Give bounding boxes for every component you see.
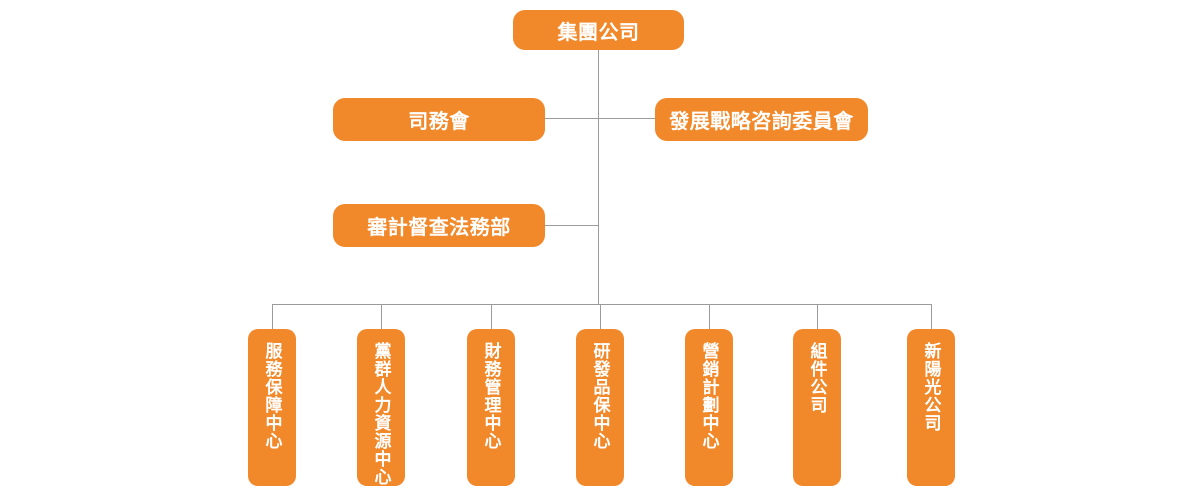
org-node-dept-marketing-planning: 營銷計劃中心	[685, 329, 733, 486]
connector-main-vertical	[598, 50, 599, 304]
org-node-dept-component-company: 組件公司	[793, 329, 841, 486]
org-node-dept-service-support: 服務保障中心	[248, 329, 296, 486]
org-node-label: 組件公司	[807, 342, 827, 414]
org-node-dept-finance: 財務管理中心	[467, 329, 515, 486]
connector-dept-drop-2	[381, 304, 382, 329]
org-node-audit-legal: 審計督查法務部	[325, 197, 553, 247]
org-node-label: 服務保障中心	[262, 342, 282, 450]
connector-dept-drop-4	[600, 304, 601, 329]
org-node-strategy-committee: 發展戰略咨詢委員會	[647, 91, 876, 141]
connector-level3-horizontal	[545, 225, 598, 226]
org-node-label: 黨群人力資源中心	[371, 342, 391, 486]
org-node-label: 新陽光公司	[921, 342, 941, 432]
connector-dept-drop-7	[931, 304, 932, 329]
org-node-root: 集團公司	[505, 3, 692, 50]
connector-dept-drop-1	[272, 304, 273, 329]
connector-dept-drop-5	[709, 304, 710, 329]
connector-dept-drop-3	[491, 304, 492, 329]
org-node-label: 財務管理中心	[481, 342, 501, 450]
org-node-label: 審計督查法務部	[367, 217, 511, 239]
org-node-dept-new-sunshine-company: 新陽光公司	[907, 329, 955, 486]
org-node-label: 營銷計劃中心	[699, 342, 719, 450]
org-node-dept-rd-qa: 研發品保中心	[576, 329, 624, 486]
connector-dept-drop-6	[817, 304, 818, 329]
org-node-siwuhui: 司務會	[325, 91, 553, 141]
org-node-label: 集團公司	[557, 21, 640, 44]
org-node-dept-party-hr: 黨群人力資源中心	[357, 329, 405, 486]
connector-dept-bus	[272, 304, 931, 305]
org-node-label: 發展戰略咨詢委員會	[669, 111, 854, 133]
org-node-label: 司務會	[408, 111, 470, 133]
org-node-label: 研發品保中心	[590, 342, 610, 450]
connector-level2-horizontal	[545, 118, 655, 119]
